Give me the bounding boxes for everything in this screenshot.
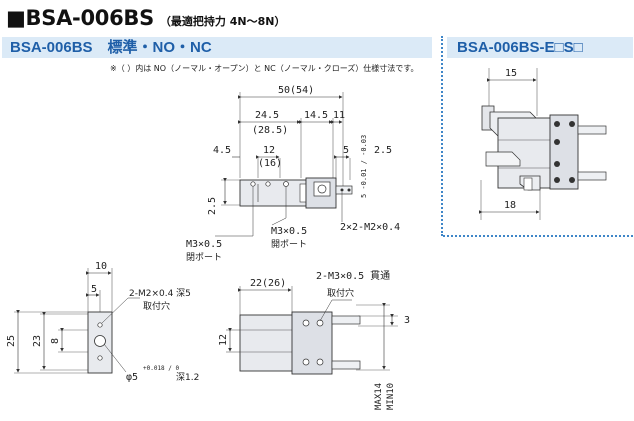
label-side-hole: 2-M2×0.4 深5 — [129, 288, 191, 299]
dim-2-5-right: 2.5 — [374, 145, 392, 156]
dim-28-5: (28.5) — [252, 125, 288, 136]
section-header-option: BSA-006BS-E□S□ — [447, 37, 633, 58]
model-subtitle: （最適把持力 4N〜8N） — [159, 15, 286, 28]
dim-24-5: 24.5 — [255, 110, 279, 121]
dim-side-8: 8 — [50, 338, 61, 344]
dim-side-5: 5 — [91, 284, 97, 295]
dim-bottom-12: 12 — [218, 334, 229, 346]
dim-bottom-max: MAX14 — [374, 383, 384, 410]
dim-2-5-left: 2.5 — [207, 197, 218, 215]
bottom-view — [226, 286, 398, 375]
section-divider-horizontal — [443, 235, 633, 237]
label-open-port-size: M3×0.5 — [271, 226, 307, 237]
model-name: ■BSA-006BS — [6, 6, 154, 30]
dim-12: 12 — [263, 145, 275, 156]
dim-option-15: 15 — [505, 68, 517, 79]
section-header-standard: BSA-006BS 標準・NO・NC — [2, 37, 432, 58]
label-open-port: 開ポート — [271, 239, 307, 250]
page-title: ■BSA-006BS （最適把持力 4N〜8N） — [6, 6, 285, 32]
label-pin-diameter: φ5 — [126, 372, 138, 383]
dim-side-23: 23 — [32, 335, 43, 347]
label-bottom-hole: 2-M3×0.5 貫通 — [316, 270, 390, 282]
label-pin-tolerance: +0.018 / 0 — [143, 365, 180, 372]
dim-14-5: 14.5 — [304, 110, 328, 121]
option-view — [479, 68, 607, 220]
dim-overall-length: 50(54) — [278, 85, 314, 96]
dim-option-18: 18 — [504, 200, 516, 211]
side-view — [14, 268, 140, 374]
top-view — [215, 92, 353, 237]
label-mount-thread: 2×2-M2×0.4 — [340, 222, 400, 233]
dim-bottom-3: 3 — [404, 315, 410, 326]
dim-5: 5 — [343, 145, 349, 156]
dim-bottom-22: 22(26) — [250, 278, 286, 289]
dim-11: 11 — [333, 110, 345, 121]
dim-4-5: 4.5 — [213, 145, 231, 156]
label-close-port: 閉ポート — [186, 252, 222, 263]
dim-bottom-min: MIN10 — [386, 383, 396, 410]
dim-16: (16) — [258, 158, 282, 169]
section-divider-vertical — [441, 36, 443, 236]
spec-note: ※（ ）内は NO（ノーマル・オープン）と NC（ノーマル・クローズ）仕様寸法で… — [110, 64, 419, 73]
dim-5-tolerance: 5 -0.01 / -0.03 — [360, 135, 368, 198]
label-bottom-hole-purpose: 取付穴 — [327, 287, 354, 299]
label-pin-depth: 深1.2 — [176, 372, 199, 383]
dim-side-25: 25 — [6, 335, 17, 347]
label-side-hole-purpose: 取付穴 — [143, 300, 170, 312]
label-close-port-size: M3×0.5 — [186, 239, 222, 250]
dim-side-10: 10 — [95, 261, 107, 272]
